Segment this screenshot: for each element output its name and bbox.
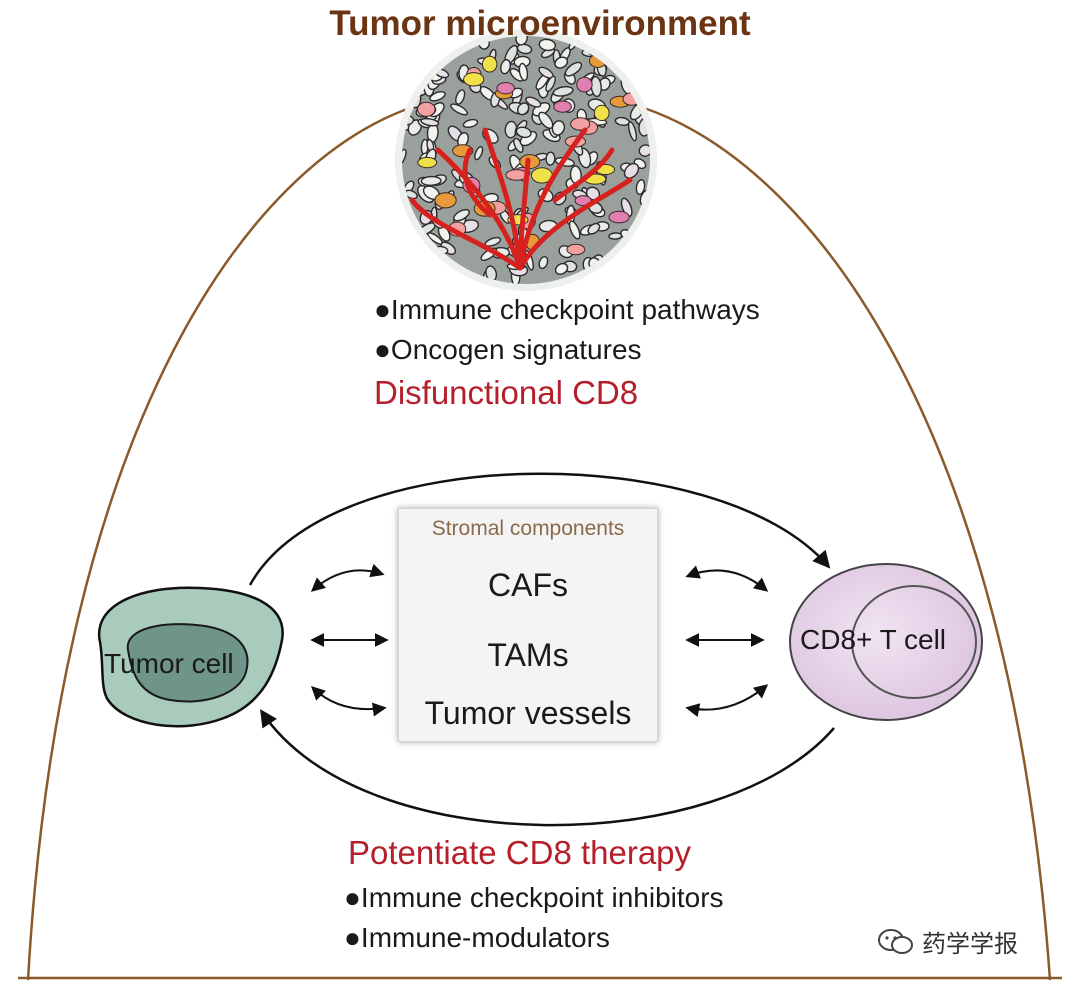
stromal-item-cafs: CAFs	[488, 567, 568, 603]
tissue-cell	[554, 56, 569, 69]
watermark: 药学学报	[876, 924, 1018, 959]
tumor-nucleus-shape	[126, 623, 249, 703]
tissue-cell	[453, 208, 470, 222]
tissue-cell	[450, 103, 468, 116]
tissue-cell	[636, 250, 648, 265]
cd8-cell-shape	[789, 563, 983, 721]
tissue-cell	[627, 121, 638, 142]
dome-outline-right	[643, 106, 1052, 981]
cd8-cell-label: CD8+ T cell	[800, 624, 947, 655]
tissue-cell	[633, 70, 650, 80]
top-bullet-1: ●Immune checkpoint pathways	[374, 294, 760, 325]
immune-cell	[417, 101, 436, 117]
immune-cell	[481, 55, 498, 73]
diagram-title: Tumor microenvironment	[329, 4, 751, 43]
tissue-cell	[474, 145, 484, 161]
tissue-cell	[635, 241, 649, 255]
tissue-cell	[516, 102, 530, 116]
tissue-cell	[402, 234, 414, 250]
tissue-cell	[420, 175, 442, 186]
tissue-cell	[538, 256, 549, 270]
potentiate-label: Potentiate CD8 therapy	[348, 834, 692, 871]
tissue-cell	[525, 96, 542, 108]
tissue-cell	[500, 58, 511, 75]
tissue-cell	[518, 62, 529, 82]
tissue-cell	[623, 266, 637, 281]
immune-cell	[553, 100, 572, 113]
dome-outline	[26, 106, 411, 981]
tissue-cell	[538, 111, 554, 130]
tissue-cell	[638, 144, 650, 157]
tissue-cell	[623, 162, 640, 179]
immune-cell	[608, 210, 630, 224]
disfunctional-label: Disfunctional CD8	[374, 374, 639, 411]
tissue-cell	[635, 179, 646, 196]
tissue-cell	[545, 75, 556, 93]
immune-cell	[417, 156, 438, 169]
tissue-cell	[415, 258, 429, 274]
immune-cell	[496, 82, 515, 95]
tissue-cell	[515, 126, 532, 139]
tissue-cell	[596, 274, 615, 284]
immune-cell	[570, 117, 591, 131]
wechat-icon	[878, 928, 913, 954]
immune-cell	[434, 192, 457, 209]
tissue-cell	[608, 232, 623, 240]
tissue-cell	[462, 118, 479, 129]
immune-cell	[463, 72, 485, 87]
immune-cell	[576, 76, 593, 93]
stromal-item-tumor-vessels: Tumor vessels	[424, 695, 632, 731]
tissue-cell	[587, 222, 601, 235]
tissue-cell	[455, 89, 466, 105]
tissue-cell	[515, 36, 528, 46]
tissue-cell	[418, 46, 439, 57]
tissue-cell	[429, 90, 446, 102]
stromal-components-box: Stromal components CAFs TAMs Tumor vesse…	[398, 508, 658, 742]
watermark-text: 药学学报	[922, 931, 1018, 958]
tissue-cell	[614, 263, 630, 279]
tissue-cell	[420, 254, 435, 275]
top-arc-arrow	[248, 472, 831, 586]
tissue-cell	[413, 58, 428, 68]
tissue-cell	[552, 86, 574, 97]
tissue-cell	[619, 59, 639, 71]
double-arrow-left-3	[310, 686, 387, 717]
tissue-cell	[620, 197, 633, 218]
bottom-bullet-1: ●Immune checkpoint inhibitors	[344, 882, 724, 913]
tissue-cell	[640, 260, 650, 276]
top-bullet-2: ●Oncogen signatures	[374, 334, 642, 365]
tumor-microenvironment-image	[395, 29, 657, 291]
bottom-arc-arrow	[260, 709, 835, 827]
tissue-cell	[604, 264, 617, 281]
double-arrow-right-3	[685, 684, 769, 717]
tissue-cell	[538, 38, 557, 52]
tissue-cell	[554, 262, 569, 275]
tissue-cell	[402, 74, 415, 89]
tissue-cell	[415, 48, 430, 58]
bottom-bullet-2: ●Immune-modulators	[344, 922, 610, 953]
stromal-item-tams: TAMs	[487, 637, 569, 673]
tissue-cell	[568, 220, 581, 240]
tissue-cell	[620, 54, 631, 70]
double-arrow-left-1	[310, 563, 385, 592]
tumor-cell-label: Tumor cell	[104, 648, 234, 679]
tissue-cell	[402, 271, 411, 284]
immune-cell	[574, 195, 592, 207]
tissue-cell	[420, 117, 440, 127]
immune-cell	[593, 104, 610, 122]
stromal-box-title: Stromal components	[431, 517, 625, 540]
tissue-cell	[637, 74, 650, 86]
cd8-nucleus-shape	[851, 585, 977, 699]
tissue-cell	[414, 246, 429, 262]
immune-cell	[566, 243, 586, 256]
double-arrow-right-1	[685, 565, 769, 592]
tissue-cell	[638, 46, 648, 67]
tissue-cell	[545, 151, 556, 166]
tissue-cell	[564, 61, 583, 77]
